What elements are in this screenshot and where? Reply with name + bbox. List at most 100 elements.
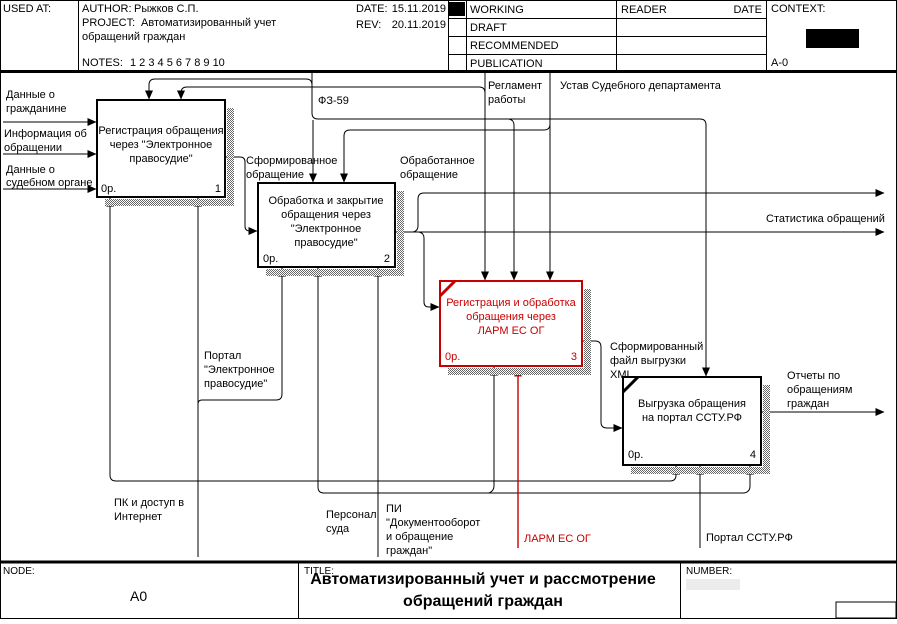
reader-label: READER bbox=[621, 4, 667, 16]
label-xml-3: XML bbox=[610, 369, 633, 381]
box1-number: 1 bbox=[215, 183, 221, 195]
activity-box-4[interactable]: Выгрузка обращения на портал ССТУ.РФ 0р.… bbox=[621, 375, 762, 466]
label-portal-sstu: Портал ССТУ.РФ bbox=[706, 532, 793, 544]
author-label: AUTHOR: bbox=[82, 3, 132, 15]
activity-box-1[interactable]: Регистрация обращения через "Электронное… bbox=[96, 99, 226, 198]
label-personnel-2: суда bbox=[326, 523, 350, 535]
box1-title-line2: через "Электронное bbox=[110, 139, 213, 151]
footer-title-line1: Автоматизированный учет и рассмотрение bbox=[310, 571, 656, 588]
box2-number: 2 bbox=[384, 253, 390, 265]
box2-shadow-bottom bbox=[266, 269, 404, 276]
date-label: DATE: bbox=[356, 3, 388, 15]
label-pi-1: ПИ bbox=[386, 503, 402, 515]
label-citizen-1: Данные о bbox=[6, 89, 55, 101]
label-portal-ep-3: правосудие" bbox=[204, 378, 267, 390]
label-larm: ЛАРМ ЕС ОГ bbox=[524, 533, 591, 545]
box3-decomposition-corner-icon bbox=[438, 279, 457, 298]
label-reglament-2: работы bbox=[488, 94, 525, 106]
box3-shadow-bottom bbox=[448, 368, 591, 375]
box4-decomposition-corner-icon bbox=[621, 375, 640, 394]
status-publication: PUBLICATION bbox=[470, 58, 543, 70]
label-processed-1: Обработанное bbox=[400, 155, 475, 167]
box3-cost: 0р. bbox=[445, 351, 460, 363]
label-portal-ep-1: Портал bbox=[204, 350, 241, 362]
box3-title-line1: Регистрация и обработка bbox=[446, 297, 576, 309]
notes-label: NOTES: bbox=[82, 57, 123, 69]
box4-title-line1: Выгрузка обращения bbox=[638, 398, 746, 410]
label-reports-2: обращениям bbox=[787, 384, 852, 396]
box4-shadow bbox=[763, 385, 770, 472]
author-value: Рыжков С.П. bbox=[134, 3, 199, 15]
label-processed-2: обращение bbox=[400, 169, 458, 181]
box3-shadow bbox=[584, 289, 591, 373]
arrow-pc-internet-to-box4 bbox=[669, 465, 680, 482]
activity-box-2[interactable]: Обработка и закрытие обращения через "Эл… bbox=[257, 182, 396, 268]
project-label: PROJECT: bbox=[82, 17, 135, 29]
box1-shadow-bottom bbox=[105, 199, 234, 206]
arrow-fz59-branch-box1 bbox=[145, 78, 313, 100]
status-recommended: RECOMMENDED bbox=[470, 40, 559, 52]
label-pc-2: Интернет bbox=[114, 511, 162, 523]
arrow-xml-file bbox=[582, 340, 623, 432]
box3-title-line3: ЛАРМ ЕС ОГ bbox=[478, 325, 545, 337]
box3-number: 3 bbox=[571, 351, 577, 363]
reader-date-label: DATE bbox=[733, 4, 762, 16]
context-redaction-block bbox=[806, 29, 859, 48]
label-stats: Статистика обращений bbox=[766, 213, 885, 225]
project-value-line2: обращений граждан bbox=[82, 31, 185, 43]
box2-title-line2: обращения через bbox=[281, 209, 371, 221]
arrow-formed-appeal bbox=[225, 156, 258, 235]
project-value-line1: Автоматизированный учет bbox=[141, 17, 276, 29]
header-form: USED AT: AUTHOR: Рыжков С.П. PROJECT: Ав… bbox=[0, 0, 897, 73]
label-personnel-1: Персонал bbox=[326, 509, 377, 521]
context-label: CONTEXT: bbox=[771, 3, 825, 15]
number-faded-mark bbox=[686, 579, 740, 590]
box2-shadow bbox=[397, 191, 404, 274]
label-xml-1: Сформированный bbox=[610, 341, 703, 353]
arrow-ustav-branch-box2 bbox=[340, 123, 551, 183]
label-portal-ep-2: "Электронное bbox=[204, 364, 275, 376]
label-citizen-2: гражданине bbox=[6, 103, 67, 115]
arrow-network bbox=[3, 70, 885, 557]
used-at-label: USED AT: bbox=[3, 3, 51, 15]
label-xml-2: файл выгрузки bbox=[610, 355, 686, 367]
arrow-processed-to-box3 bbox=[418, 231, 440, 311]
label-appeal-info-1: Информация об bbox=[4, 128, 87, 140]
activity-boxes: Регистрация обращения через "Электронное… bbox=[96, 99, 770, 474]
title-label: TITLE: bbox=[304, 566, 334, 577]
working-checkbox-filled[interactable] bbox=[449, 2, 465, 16]
label-reports-1: Отчеты по bbox=[787, 370, 840, 382]
label-reglament-1: Регламент bbox=[488, 80, 542, 92]
box4-title-line2: на портал ССТУ.РФ bbox=[642, 412, 742, 424]
context-ref: A-0 bbox=[771, 57, 788, 69]
node-value: A0 bbox=[130, 588, 147, 604]
box2-title-line1: Обработка и закрытие bbox=[268, 195, 383, 207]
number-label: NUMBER: bbox=[686, 566, 732, 577]
label-fz59: ФЗ-59 bbox=[318, 95, 349, 107]
activity-box-3-highlighted[interactable]: Регистрация и обработка обращения через … bbox=[438, 279, 583, 367]
box2-title-line3: "Электронное bbox=[291, 223, 362, 235]
box1-shadow bbox=[227, 108, 234, 204]
arrow-fz59-branch-box3 bbox=[508, 118, 518, 281]
arrow-processed-output bbox=[412, 189, 885, 233]
label-ustav: Устав Судебного департамента bbox=[560, 80, 722, 92]
box4-cost: 0р. bbox=[628, 449, 643, 461]
node-label: NODE: bbox=[3, 566, 35, 577]
box1-title-line1: Регистрация обращения bbox=[98, 125, 223, 137]
box1-cost: 0р. bbox=[101, 183, 116, 195]
date-value: 15.11.2019 bbox=[392, 3, 446, 15]
arrow-portal-ep-to-box2 bbox=[197, 267, 286, 405]
label-pc-1: ПК и доступ в bbox=[114, 497, 184, 509]
box4-number: 4 bbox=[750, 449, 756, 461]
label-pi-3: и обращение bbox=[386, 531, 453, 543]
number-stamp-box bbox=[835, 601, 897, 619]
status-draft: DRAFT bbox=[470, 22, 507, 34]
label-pi-2: "Документооборот bbox=[386, 517, 480, 529]
arrow-personnel-to-box3 bbox=[488, 366, 498, 494]
arrow-pc-internet-to-box1 bbox=[106, 197, 670, 482]
footer-title-line2: обращений граждан bbox=[403, 593, 563, 610]
label-appeal-info-2: обращении bbox=[4, 142, 62, 154]
arrow-labels: Данные о гражданине Информация об обраще… bbox=[4, 80, 885, 557]
rev-label: REV: bbox=[356, 19, 381, 31]
